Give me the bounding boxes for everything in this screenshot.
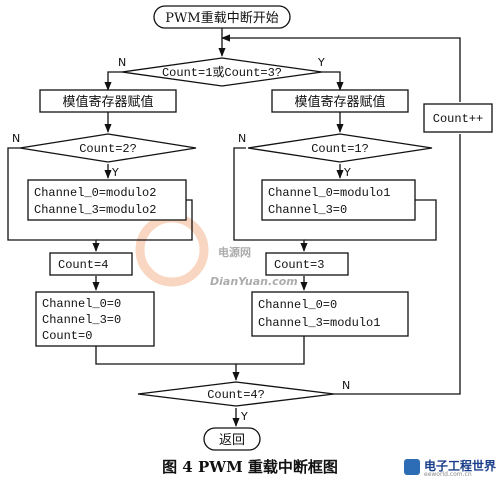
right-count-label: Count=3 [274, 258, 324, 272]
main-yes-label: Y [317, 56, 325, 69]
end-node: 返回 [203, 427, 261, 451]
left-no-label: N [12, 132, 20, 145]
left-reset-line-2: Channel_3=0 [42, 313, 121, 327]
edge-left-reset-out [95, 346, 236, 365]
edge-increment-loop [221, 34, 461, 102]
increment-box: Count++ [423, 103, 493, 133]
assign-right-label: 模值寄存器赋值 [294, 94, 385, 110]
edge-left-set-merge [96, 199, 193, 241]
right-count-box: Count=3 [265, 252, 349, 276]
corner-logo: 电子工程世界 eeworld.com.cn [402, 456, 497, 482]
end-label: 返回 [219, 433, 245, 448]
connectors [7, 28, 461, 427]
watermark-logo-icon [135, 213, 209, 287]
right-reset-box: Channel_0=0 Channel_3=modulo1 [251, 291, 409, 337]
left-set-line-1: Channel_0=modulo2 [34, 186, 156, 200]
start-label: PWM重载中断开始 [165, 10, 278, 26]
right-decision-label: Count=1? [311, 142, 369, 156]
left-reset-line-1: Channel_0=0 [42, 297, 121, 311]
left-count-box: Count=4 [49, 252, 133, 276]
edge-right-no [233, 147, 308, 252]
increment-label: Count++ [433, 112, 483, 126]
watermark-en: DianYuan.com [210, 275, 298, 288]
bottom-yes-label: Y [240, 410, 248, 423]
left-reset-box: Channel_0=0 Channel_3=0 Count=0 [35, 291, 155, 347]
edge-bottom-no [334, 134, 461, 395]
assign-left-box: 模值寄存器赋值 [39, 89, 177, 113]
edge-left-no [7, 147, 100, 252]
right-no-label: N [238, 132, 246, 145]
edge-main-no [104, 71, 122, 91]
main-decision-label: Count=1或Count=3? [162, 65, 282, 80]
main-no-label: N [118, 56, 126, 69]
edge-right-reset-out [236, 336, 305, 365]
right-set-box: Channel_0=modulo1 Channel_3=0 [261, 179, 416, 221]
right-yes-label: Y [343, 166, 351, 179]
right-set-line-1: Channel_0=modulo1 [268, 186, 390, 200]
bottom-decision-label: Count=4? [207, 388, 265, 402]
edge-main-yes [322, 71, 344, 91]
start-node: PWM重载中断开始 [153, 5, 291, 29]
left-decision-label: Count=2? [79, 142, 137, 156]
right-set-line-2: Channel_3=0 [268, 203, 347, 217]
left-set-box: Channel_0=modulo2 Channel_3=modulo2 [27, 179, 187, 221]
right-reset-line-2: Channel_3=modulo1 [258, 316, 380, 330]
bottom-no-label: N [342, 379, 350, 392]
main-decision: Count=1或Count=3? [121, 57, 323, 87]
left-reset-line-3: Count=0 [42, 329, 92, 343]
left-decision: Count=2? [19, 133, 197, 163]
right-reset-line-1: Channel_0=0 [258, 298, 337, 312]
edge-right-set-merge [304, 199, 437, 241]
assign-left-label: 模值寄存器赋值 [62, 94, 153, 110]
left-count-label: Count=4 [58, 258, 108, 272]
figure-caption: 图 4 PWM 重载中断框图 [162, 458, 338, 476]
bottom-decision: Count=4? [137, 381, 335, 407]
right-decision: Count=1? [247, 133, 433, 163]
eeworld-logo-icon [404, 459, 420, 475]
left-yes-label: Y [111, 166, 119, 179]
left-set-line-2: Channel_3=modulo2 [34, 203, 156, 217]
watermark-cn: 电源网 [218, 245, 251, 259]
corner-logo-url: eeworld.com.cn [424, 471, 472, 478]
corner-logo-title: 电子工程世界 [424, 459, 497, 473]
assign-right-box: 模值寄存器赋值 [271, 89, 409, 113]
